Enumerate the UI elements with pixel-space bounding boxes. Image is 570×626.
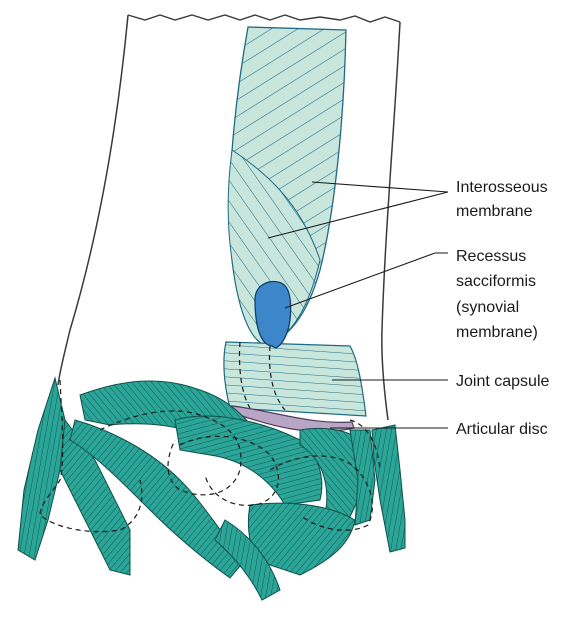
joint-capsule	[224, 342, 366, 416]
label-articular-disc: Articular disc	[456, 421, 548, 438]
label-recessus-line3: (synovial	[456, 299, 519, 316]
label-recessus-line1: Recessus	[456, 248, 526, 265]
label-interosseous-line1: Interosseous	[456, 179, 548, 196]
label-interosseous-line2: membrane	[456, 203, 533, 220]
label-recessus-line2: sacciformis	[456, 273, 536, 290]
labels: Interosseous membrane Recessus sacciform…	[456, 179, 549, 438]
radius-edge	[58, 15, 128, 385]
ligament-ulnar-collateral	[372, 425, 405, 552]
bone-outline-left	[128, 15, 400, 22]
label-recessus-line4: membrane)	[456, 324, 538, 341]
label-joint-capsule: Joint capsule	[456, 373, 549, 390]
ulna-edge	[382, 22, 400, 420]
ligament-lateral-left	[18, 378, 65, 560]
